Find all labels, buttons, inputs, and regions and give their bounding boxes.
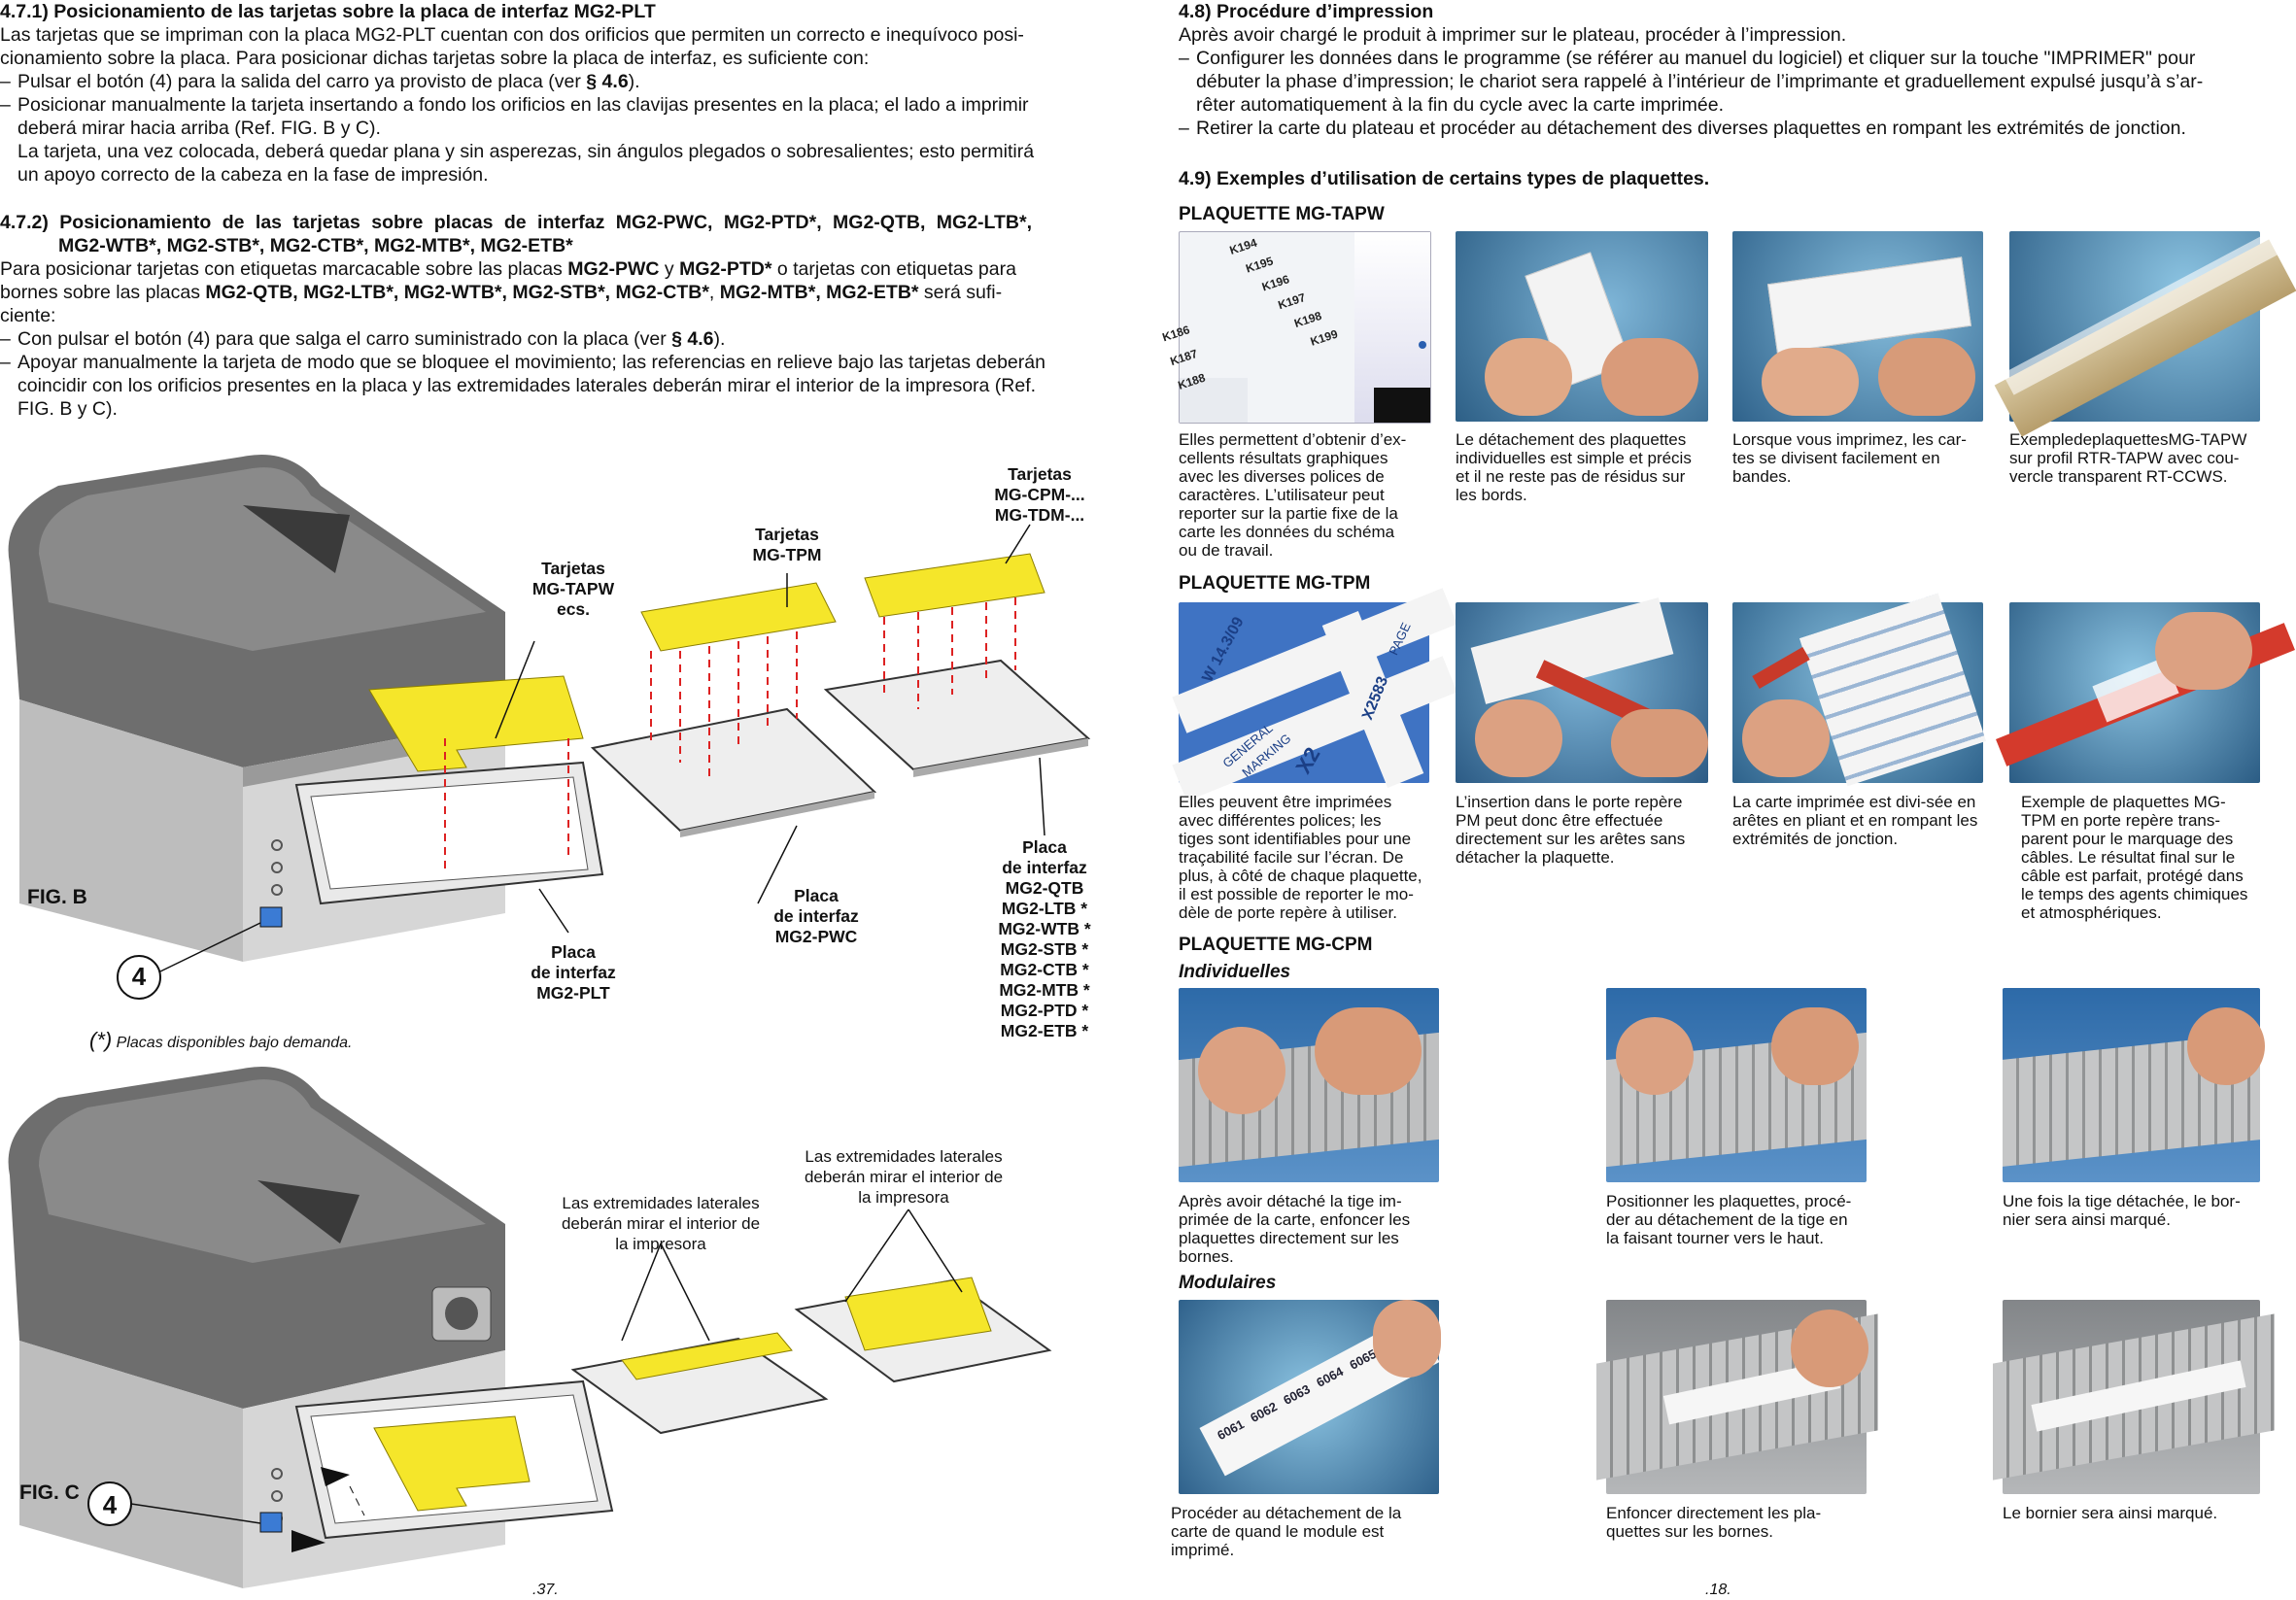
caption-tapw-1: Elles permettent d’obtenir d’ex-cellents… bbox=[1179, 430, 1407, 560]
caption-tapw-3: Lorsque vous imprimez, les car-tes se di… bbox=[1732, 430, 1967, 486]
photo-tapw-3 bbox=[1732, 231, 1983, 422]
button-4-callout-c: 4 bbox=[102, 1490, 118, 1519]
photo-cpm-mod-1: 6061 6062 6063 6064 6065 bbox=[1179, 1300, 1441, 1494]
section-471: 4.7.1) Posicionamiento de las tarjetas s… bbox=[0, 0, 1088, 187]
photo-tapw-1: K194 K195 K196 K197 K198 K199 K186 K187 … bbox=[1161, 231, 1431, 424]
section-472-title: 4.7.2) Posicionamiento de las tarjetas s… bbox=[0, 212, 1033, 233]
section-471-para: Las tarjetas que se impriman con la plac… bbox=[0, 24, 1024, 46]
figure-b-label: FIG. B bbox=[27, 886, 87, 908]
photo-tapw-2 bbox=[1456, 231, 1708, 422]
bullet: Apoyar manualmente la tarjeta de modo qu… bbox=[0, 351, 1088, 374]
button-4-callout: 4 bbox=[131, 962, 147, 991]
photo-cpm-ind-2 bbox=[1606, 988, 1867, 1182]
bullet: Retirer la carte du plateau et procéder … bbox=[1179, 117, 2257, 140]
bullet: Configurer les données dans le programme… bbox=[1179, 47, 2257, 70]
heading-cpm: PLAQUETTE MG-CPM bbox=[1179, 935, 1373, 955]
heading-tapw: PLAQUETTE MG-TAPW bbox=[1179, 204, 1385, 224]
photo-tpm-3 bbox=[1732, 593, 1987, 787]
photo-cpm-ind-1 bbox=[1179, 988, 1439, 1182]
photo-tpm-4 bbox=[1996, 602, 2295, 783]
bullet: Con pulsar el botón (4) para que salga e… bbox=[0, 327, 1088, 351]
caption-cpm-ind-1: Après avoir détaché la tige im-primée de… bbox=[1179, 1192, 1411, 1266]
photo-cpm-mod-2 bbox=[1596, 1300, 1878, 1494]
photo-tapw-4 bbox=[1994, 227, 2296, 437]
heading-tpm: PLAQUETTE MG-TPM bbox=[1179, 573, 1371, 594]
page-number-right: .18. bbox=[1705, 1582, 1731, 1598]
figure-c-illustration bbox=[8, 1067, 1052, 1588]
subheading-individuelles: Individuelles bbox=[1179, 962, 1291, 982]
photo-cpm-ind-3 bbox=[2003, 988, 2265, 1182]
footnote: (*) Placas disponibles bajo demanda. bbox=[89, 1028, 353, 1052]
subheading-modulaires: Modulaires bbox=[1179, 1273, 1277, 1293]
section-48: 4.8) Procédure d’impression Après avoir … bbox=[1179, 0, 2257, 140]
bullet: Posicionar manualmente la tarjeta insert… bbox=[0, 93, 1088, 117]
figure-b-illustration bbox=[8, 455, 1091, 1000]
figure-c-label: FIG. C bbox=[19, 1481, 80, 1504]
bullet: Pulsar el botón (4) para la salida del c… bbox=[0, 70, 1088, 93]
caption-cpm-ind-2: Positionner les plaquettes, procé-der au… bbox=[1606, 1192, 1852, 1247]
photo-tpm-2 bbox=[1456, 597, 1708, 783]
photo-cpm-mod-3 bbox=[1993, 1300, 2275, 1494]
section-49-title: 4.9) Exemples d’utilisation de certains … bbox=[1179, 168, 1710, 189]
caption-cpm-ind-3: Une fois la tige détachée, le bor-nier s… bbox=[2003, 1192, 2241, 1229]
caption-cpm-mod-2: Enfoncer directement les pla-quettes sur… bbox=[1606, 1504, 1822, 1541]
caption-tpm-4: Exemple de plaquettes MG-TPM en porte re… bbox=[2021, 793, 2248, 922]
photo-tpm-1: W 14.3/09 GENERAL MARKING X2 PAGE X2583 bbox=[1172, 588, 1457, 801]
caption-cpm-mod-3: Le bornier sera ainsi marqué. bbox=[2003, 1504, 2218, 1522]
section-48-title: 4.8) Procédure d’impression bbox=[1179, 1, 1434, 22]
page-number-left: .37. bbox=[532, 1582, 559, 1598]
section-472: 4.7.2) Posicionamiento de las tarjetas s… bbox=[0, 211, 1088, 421]
section-471-title: 4.7.1) Posicionamiento de las tarjetas s… bbox=[0, 1, 656, 22]
